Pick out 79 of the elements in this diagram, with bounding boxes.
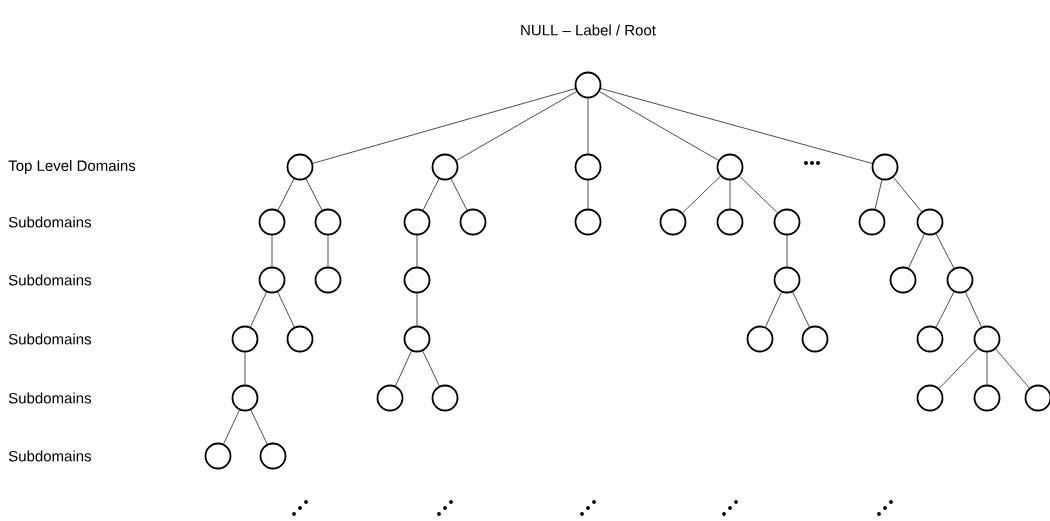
tree-node-circle (431, 384, 459, 412)
level-label: Subdomains (8, 216, 92, 228)
tree-edge (682, 175, 721, 214)
tree-node-circle (773, 266, 801, 294)
tree-edge (935, 233, 955, 269)
tree-edge (271, 235, 273, 267)
tree-edge (416, 293, 418, 326)
tree-edge (729, 180, 731, 209)
tree-node-circle (286, 325, 314, 353)
tree-edge (739, 175, 778, 214)
tree-node-circle (286, 153, 314, 181)
tree-edge (277, 291, 295, 328)
root-label: NULL – Label / Root (521, 24, 656, 36)
tree-node-circle (574, 71, 602, 99)
tree-node-circle (773, 208, 801, 236)
level-label: Subdomains (8, 274, 92, 286)
level-label: Subdomains (8, 392, 92, 404)
tree-node-circle (916, 208, 944, 236)
tree-node-circle (746, 325, 774, 353)
tree-edge (327, 235, 329, 267)
tree-node-circle (973, 325, 1001, 353)
tree-edge (277, 178, 295, 211)
level-label: Top Level Domains (8, 160, 136, 174)
tree-node-circle (973, 384, 1001, 412)
tree-node-circle (403, 266, 431, 294)
tree-edge (250, 291, 267, 328)
tree-edge (874, 179, 883, 210)
tree-node-circle (716, 153, 744, 181)
tree-node-circle (258, 208, 286, 236)
tree-edge (792, 291, 810, 328)
tree-edge (422, 350, 440, 387)
tree-node-circle (946, 266, 974, 294)
tree-node-circle (314, 208, 342, 236)
tree-edge (244, 352, 246, 385)
tree-edge (893, 177, 922, 212)
level-label: Subdomains (8, 450, 92, 462)
tree-edge (786, 235, 788, 267)
tree-edge (995, 348, 1030, 389)
tree-node-circle (574, 208, 602, 236)
tree-node-circle (204, 442, 232, 470)
tree-edge (965, 291, 982, 328)
tree-node-circle (231, 325, 259, 353)
tree-node-circle (574, 153, 602, 181)
tree-edge (223, 409, 240, 445)
tree-edge (587, 98, 589, 154)
tree-node-circle (801, 325, 829, 353)
level-label: Subdomains (8, 333, 92, 345)
tree-node-circle (659, 208, 687, 236)
tree-node-circle (889, 266, 917, 294)
tree-edge (935, 291, 955, 328)
tree-edge (908, 233, 925, 269)
tree-node-circle (916, 325, 944, 353)
tree-edge (600, 88, 873, 164)
tree-edge (312, 88, 576, 164)
tree-node-circle (314, 266, 342, 294)
tree-node-circle (403, 208, 431, 236)
tree-node-circle (258, 266, 286, 294)
tree-node-circle (858, 208, 886, 236)
tree-edge (587, 180, 589, 209)
tree-edge (395, 350, 412, 387)
tree-node-circle (376, 384, 404, 412)
tree-edge (938, 348, 979, 389)
tree-edge (416, 235, 418, 267)
tree-edge (450, 178, 468, 211)
tree-node-circle (431, 153, 459, 181)
tree-edge (986, 352, 988, 385)
tree-node-circle (916, 384, 944, 412)
tree-node-circle (716, 208, 744, 236)
tree-edge (250, 409, 268, 445)
tree-node-circle (231, 384, 259, 412)
tree-edge (422, 178, 440, 211)
tree-edge (305, 178, 323, 211)
tree-edge (599, 91, 719, 161)
tree-node-circle (871, 153, 899, 181)
tree-node-circle (403, 325, 431, 353)
tree-node-circle (259, 442, 287, 470)
tree-edge (765, 291, 782, 328)
tree-node-circle (459, 208, 487, 236)
tree-edge (456, 91, 577, 161)
